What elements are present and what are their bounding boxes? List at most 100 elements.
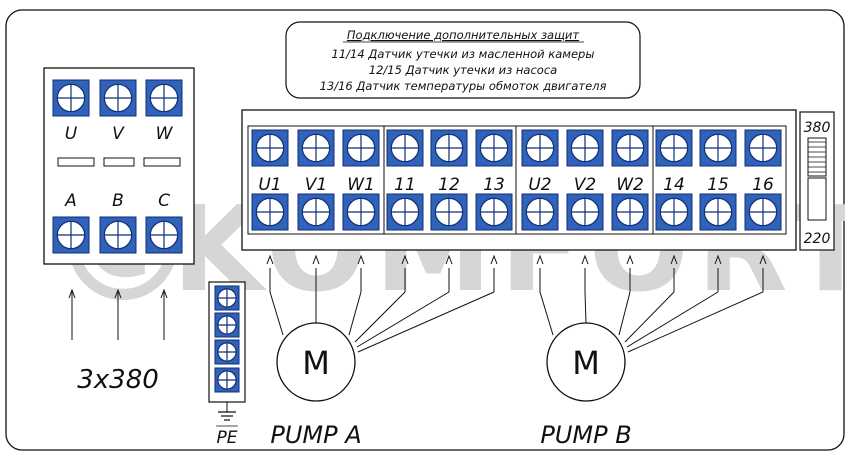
screw-terminal-icon [52,79,90,117]
terminal-label-w1: W1 [347,175,375,195]
terminal-label-15: 15 [707,175,729,195]
screw-terminal-icon [521,193,559,231]
arrow-head-icon [160,288,168,299]
ground-label: PE [217,428,238,448]
screw-terminal-icon [251,193,289,231]
voltage-selector-frame [799,111,835,251]
screw-terminal-icon [744,193,782,231]
power-bottom-terminals [52,216,183,254]
protection-note-line-2: 12/15 Датчик утечки из насоса [369,63,557,77]
strip-bottom-terminals [251,193,782,231]
screw-terminal-icon [521,129,559,167]
terminal-label-w2: W2 [616,175,644,195]
wire-u1 [269,291,284,336]
supply-label: 3x380 [77,365,159,395]
screw-terminal-icon [214,339,240,365]
screw-terminal-icon [297,129,335,167]
screw-terminal-icon [655,129,693,167]
ground-terminals [214,285,240,393]
power-label-u: U [65,124,78,144]
wire-15 [626,291,719,348]
wire-11 [354,291,406,343]
arrow-head-icon [357,254,365,265]
screw-terminal-icon [611,129,649,167]
arrow-head-icon [626,254,634,265]
screw-terminal-icon [251,129,289,167]
wire-w1 [348,291,362,336]
power-label-v: V [112,124,125,144]
screw-terminal-icon [744,129,782,167]
motor-b-letter: M [572,344,600,382]
arrow-head-icon [670,254,678,265]
screw-terminal-icon [475,129,513,167]
terminal-label-v1: V1 [305,175,327,195]
protection-note: Подключение дополнительных защит 11/14 Д… [285,21,641,99]
voltage-selector: 380 220 [799,111,835,251]
voltage-label-380: 380 [804,120,831,136]
power-label-a: A [64,191,77,211]
power-block: U V W A B C [43,67,195,265]
terminal-label-14: 14 [663,175,685,195]
motor-b-symbol [546,322,626,402]
wire-12 [356,291,450,348]
screw-terminal-icon [145,216,183,254]
screw-terminal-icon [475,193,513,231]
screw-terminal-icon [342,193,380,231]
selector-slider[interactable] [807,137,827,177]
arrow-head-icon [445,254,453,265]
terminal-label-16: 16 [752,175,774,195]
arrow-head-icon [114,288,122,299]
screw-terminal-icon [611,193,649,231]
voltage-label-220: 220 [804,231,831,247]
protection-note-title: Подключение дополнительных защит [347,28,580,42]
arrow-head-icon [266,254,274,265]
terminal-label-11: 11 [394,175,416,195]
terminal-label-u1: U1 [258,175,281,195]
screw-terminal-icon [99,79,137,117]
screw-terminal-icon [52,216,90,254]
strip-top-terminals [251,129,782,167]
screw-terminal-icon [214,367,240,393]
pump-b-label: PUMP B [540,421,631,449]
terminal-label-12: 12 [438,175,460,195]
pump-a: M PUMP A [270,322,362,449]
motor-a-letter: M [302,344,330,382]
screw-terminal-icon [566,193,604,231]
ground-icon [218,411,236,421]
screw-terminal-icon [386,129,424,167]
screw-terminal-icon [99,216,137,254]
protection-note-line-1: 11/14 Датчик утечки из масленной камеры [332,47,595,61]
wire-14 [624,291,675,343]
outer-border [5,9,845,451]
pump-a-label: PUMP A [270,421,361,449]
screw-terminal-icon [430,129,468,167]
arrow-head-icon [581,254,589,265]
terminal-label-v2: V2 [574,175,596,195]
arrow-head-icon [68,288,76,299]
screw-terminal-icon [214,285,240,311]
wire-u2 [539,291,554,336]
pump-wires [266,254,767,353]
wire-16 [627,291,764,353]
power-label-b: B [112,191,124,211]
power-label-c: C [158,191,170,211]
screw-terminal-icon [386,193,424,231]
pump-b: M PUMP B [540,322,632,449]
selector-slot [807,177,827,221]
terminal-strip-inner [247,125,787,235]
wire-13 [357,291,495,353]
protection-note-line-3: 13/16 Датчик температуры обмоток двигате… [320,79,607,93]
jumper-bar [143,157,181,167]
power-label-w: W [156,124,174,144]
screw-terminal-icon [342,129,380,167]
screw-terminal-icon [297,193,335,231]
screw-terminal-icon [566,129,604,167]
arrow-head-icon [714,254,722,265]
arrow-head-icon [312,254,320,265]
motor-a-symbol [276,322,356,402]
power-top-terminals [52,79,183,117]
arrow-head-icon [536,254,544,265]
terminal-strip: U1 V1 W1 11 12 13 U2 V2 W2 14 15 16 [241,109,797,251]
selector-ridges [808,141,826,173]
